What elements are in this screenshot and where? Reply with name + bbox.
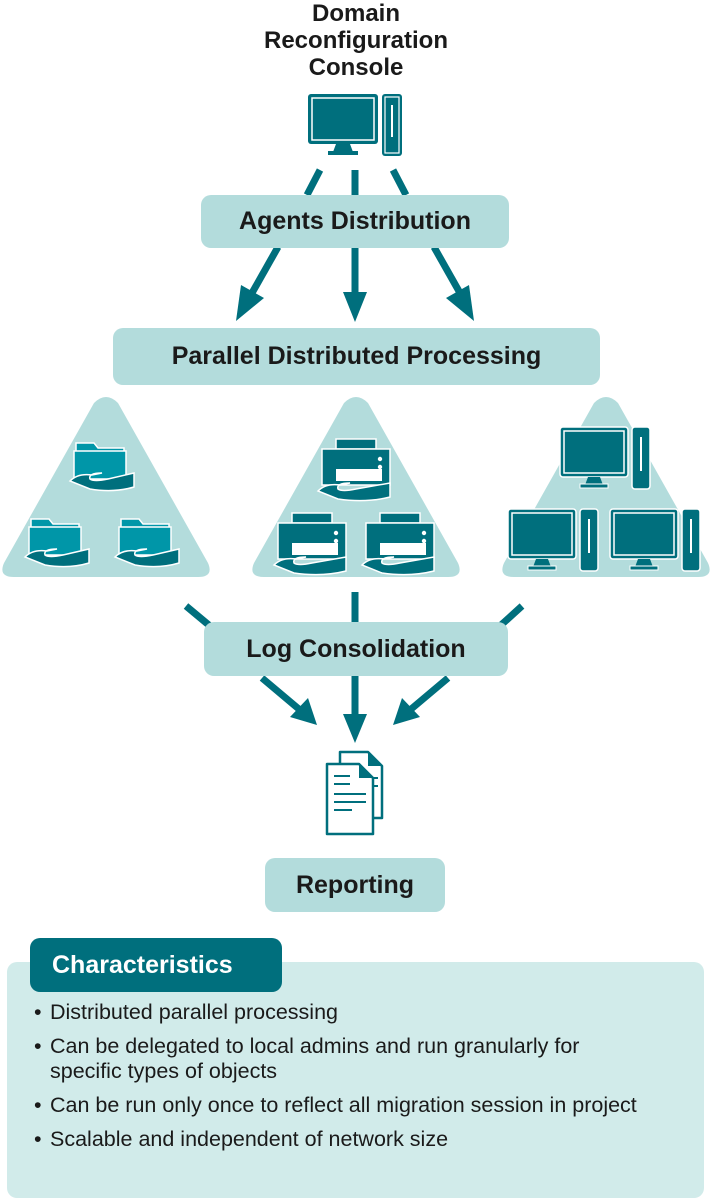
console-computer-icon [308,94,402,156]
parallel-processing-label: Parallel Distributed Processing [171,342,542,370]
arrowhead-left [236,285,264,321]
documents-icon [325,750,384,836]
agents-distribution-label: Agents Distribution [239,207,471,235]
folder-in-hand-icon [68,442,135,492]
agents-distribution-box: Agents Distribution [201,195,509,248]
title-line-2: Reconfiguration [264,27,448,54]
characteristic-item: Can be run only once to reflect all migr… [34,1093,640,1118]
characteristics-list: Distributed parallel processing Can be d… [34,1000,670,1161]
computers-group [502,397,710,577]
folder-in-hand-icon [113,518,180,568]
diagram-title: Domain Reconfiguration Console [0,0,712,81]
printer-in-hand-icon [272,512,347,576]
characteristics-heading-label: Characteristics [52,950,233,979]
arrowhead-right [446,285,474,321]
arrow-shaft-log-left [259,675,303,713]
title-line-3: Console [308,54,404,81]
log-consolidation-box: Log Consolidation [204,622,508,676]
arrowhead-center [343,292,367,322]
arrowhead-log-right [393,698,420,725]
arrowhead-log-left [290,698,317,725]
arrow-shaft-left [248,245,282,295]
connector-group-left [183,603,213,629]
arrowhead-log-center [343,714,367,743]
arrow-shaft-log-right [407,675,451,713]
desktop-computer-icon [609,508,701,572]
desktop-computer-icon [507,508,599,572]
arrow-shaft-right [430,245,464,295]
reporting-box: Reporting [265,858,445,912]
characteristic-item: Can be delegated to local admins and run… [34,1034,640,1084]
printer-in-hand-icon [360,512,435,576]
folder-in-hand-icon [23,518,90,568]
connector-group-right [497,603,525,629]
connector-console-left [303,168,324,197]
characteristic-item: Distributed parallel processing [34,1000,670,1025]
log-consolidation-label: Log Consolidation [246,634,466,663]
printer-in-hand-icon [316,438,391,502]
folders-group [2,397,210,577]
printers-group [252,397,460,577]
title-line-1: Domain [311,0,400,27]
reporting-label: Reporting [295,870,415,899]
characteristics-heading: Characteristics [30,938,282,992]
desktop-computer-icon [559,426,651,490]
connector-console-right [389,168,410,197]
characteristic-item: Scalable and independent of network size [34,1127,670,1152]
parallel-processing-box: Parallel Distributed Processing [113,328,600,385]
